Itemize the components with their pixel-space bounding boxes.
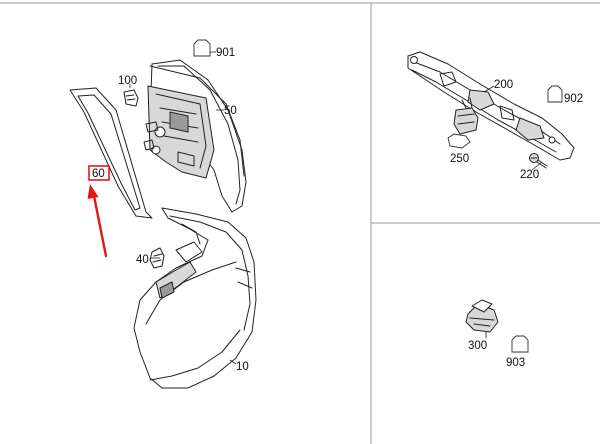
part-10-cover[interactable] xyxy=(133,207,257,389)
label-10: 10 xyxy=(236,361,249,373)
tag-icon-250 xyxy=(447,133,471,149)
highlight-arrow-icon xyxy=(87,184,108,258)
leader-lines xyxy=(129,51,543,365)
label-220: 220 xyxy=(520,169,539,181)
label-300: 300 xyxy=(468,340,487,352)
label-901: 901 xyxy=(216,47,235,59)
label-200: 200 xyxy=(494,79,513,91)
label-50: 50 xyxy=(224,105,237,117)
tag-icon-901 xyxy=(193,39,211,57)
label-903: 903 xyxy=(506,357,525,369)
part-300-module[interactable] xyxy=(465,299,499,333)
tag-icon-902 xyxy=(547,85,563,103)
part-60-seal[interactable] xyxy=(69,87,153,219)
part-50-lamp[interactable] xyxy=(143,59,247,213)
part-220-screw[interactable] xyxy=(529,153,548,169)
label-250: 250 xyxy=(450,153,469,165)
tag-icon-903 xyxy=(511,335,529,353)
label-40: 40 xyxy=(136,254,149,266)
part-100-clip[interactable] xyxy=(123,89,139,107)
label-60: 60 xyxy=(92,168,105,180)
highlight-box xyxy=(88,165,110,181)
part-200-bracket[interactable] xyxy=(407,51,575,161)
part-250-connector[interactable] xyxy=(453,97,479,135)
label-100: 100 xyxy=(118,75,137,87)
label-902: 902 xyxy=(564,93,583,105)
